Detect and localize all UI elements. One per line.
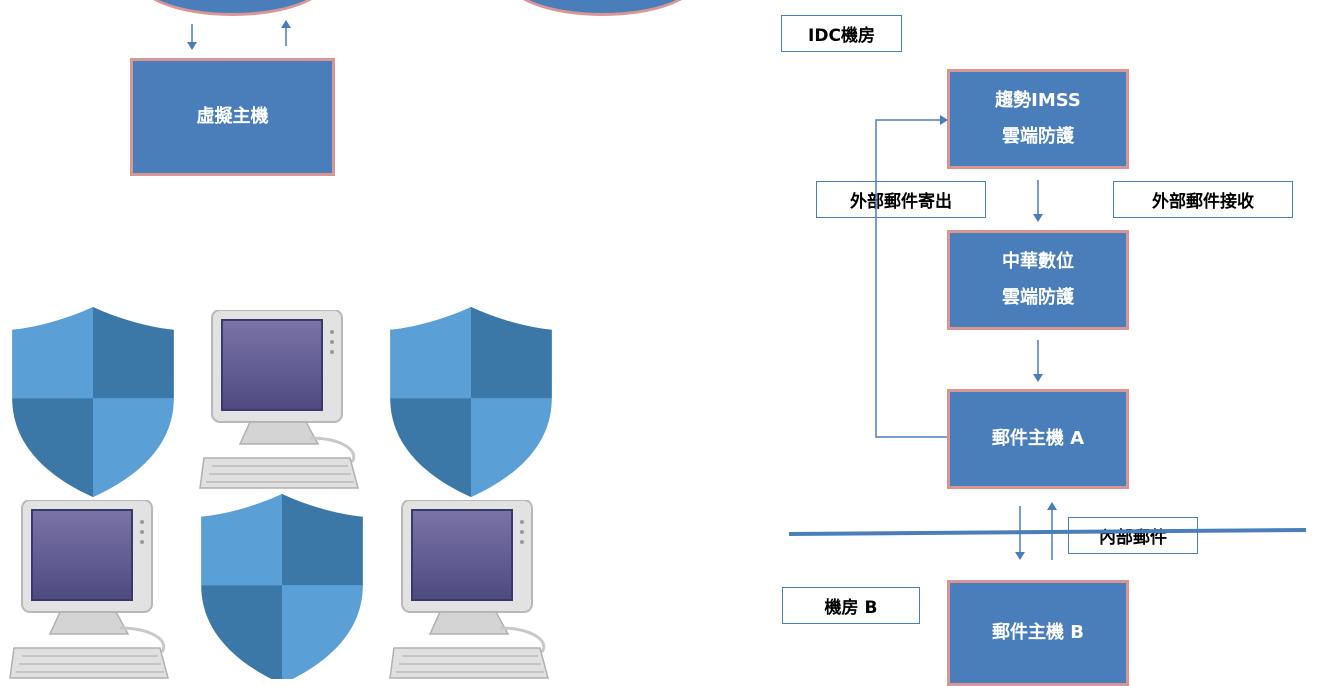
computer-icon <box>388 500 550 679</box>
room-separator-line <box>788 528 1307 536</box>
virtual-host-box: 虛擬主機 <box>130 58 335 176</box>
trend-imss-line2: 雲端防護 <box>1002 126 1074 147</box>
outbound-loop-line <box>875 115 948 438</box>
cht-cloud-box: 中華數位 雲端防護 <box>947 230 1129 330</box>
cht-cloud-line2: 雲端防護 <box>1002 287 1074 308</box>
trend-imss-box: 趨勢IMSS 雲端防護 <box>947 69 1129 169</box>
computer-icon <box>8 500 170 679</box>
inbound-mail-label: 外部郵件接收 <box>1113 181 1293 218</box>
shield-icon <box>12 307 174 497</box>
virtual-host-label: 虛擬主機 <box>196 106 269 127</box>
mail-host-a-box: 郵件主機 A <box>947 389 1129 489</box>
computer-icon <box>198 310 360 490</box>
mail-host-b-box: 郵件主機 B <box>947 580 1129 686</box>
idc-room-label: IDC機房 <box>781 15 902 52</box>
shield-icon <box>201 494 363 679</box>
mail-host-b-label: 郵件主機 B <box>992 622 1084 643</box>
trend-imss-line1: 趨勢IMSS <box>995 90 1081 111</box>
room-b-label: 機房 B <box>782 587 920 624</box>
cht-cloud-line1: 中華數位 <box>1002 251 1074 272</box>
shield-icon <box>390 307 552 497</box>
mail-host-a-label: 郵件主機 A <box>991 428 1085 449</box>
